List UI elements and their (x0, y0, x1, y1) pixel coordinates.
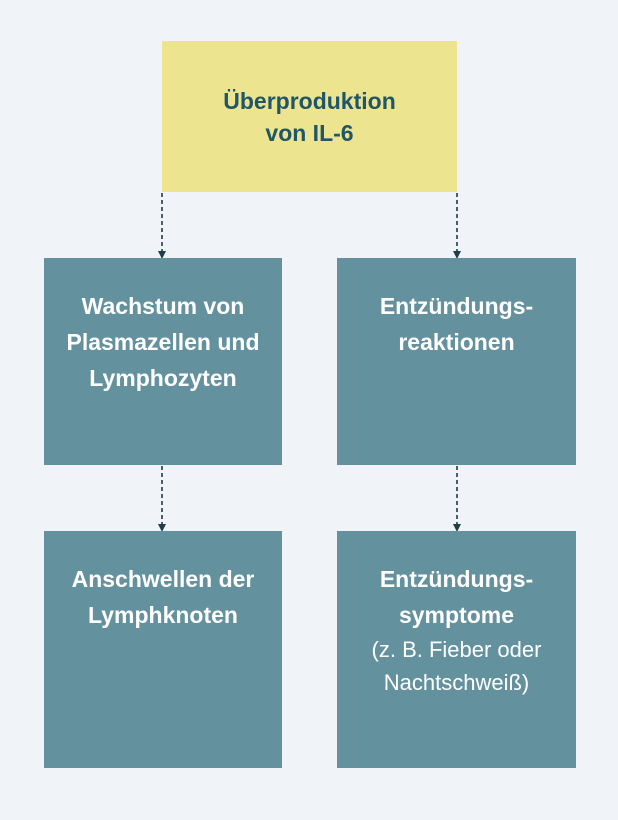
node-il6-overproduction: Überproduktion von IL-6 (162, 41, 457, 192)
node-inflammation-symptoms-title: Entzündungs-symptome (379, 566, 534, 628)
node-cell-growth-title: Wachstum von Plasmazellen und Lymphozyte… (66, 293, 260, 391)
node-il6-overproduction-title: Überproduktion von IL-6 (223, 87, 396, 146)
node-lymph-node-swelling-title: Anschwellen der Lymphknoten (71, 566, 255, 628)
node-lymph-node-swelling: Anschwellen der Lymphknoten (44, 531, 282, 768)
node-inflammation-symptoms-examples: (z. B. Fieber oder Nachtschweiß) (371, 637, 542, 695)
node-inflammation-reactions-title: Entzündungs-reaktionen (379, 293, 534, 355)
node-inflammation-reactions: Entzündungs-reaktionen (337, 258, 576, 465)
node-cell-growth: Wachstum von Plasmazellen und Lymphozyte… (44, 258, 282, 465)
node-inflammation-symptoms: Entzündungs-symptome (z. B. Fieber oder … (337, 531, 576, 768)
